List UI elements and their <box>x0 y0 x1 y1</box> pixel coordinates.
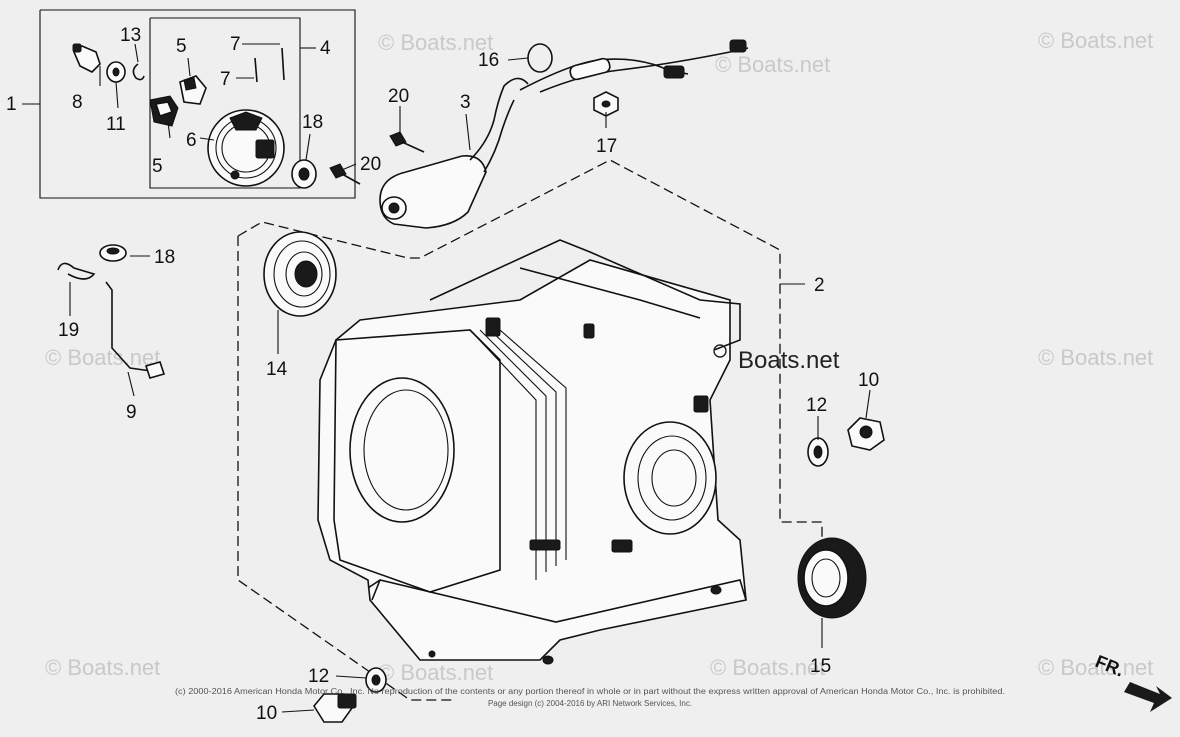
watermark: © Boats.net <box>710 655 825 680</box>
callout-5[interactable]: 5 <box>152 156 163 177</box>
watermark: © Boats.net <box>378 30 493 55</box>
callout-12[interactable]: 12 <box>806 395 827 416</box>
callout-10[interactable]: 10 <box>858 370 879 391</box>
callout-11[interactable]: 11 <box>106 114 126 135</box>
watermark: © Boats.net <box>1038 28 1153 53</box>
callout-4[interactable]: 4 <box>320 38 331 59</box>
callout-16[interactable]: 16 <box>478 50 499 71</box>
sealing-washer-part[interactable] <box>807 437 829 467</box>
callout-13[interactable]: 13 <box>120 25 141 46</box>
washer-part[interactable] <box>99 244 127 262</box>
governor-assembly-group <box>22 9 356 199</box>
governor-weight-part[interactable] <box>179 75 207 105</box>
watermark: © Boats.net <box>45 345 160 370</box>
copyright-line-1: (c) 2000-2016 American Honda Motor Co., … <box>175 687 1005 696</box>
brand-watermark: Boats.net <box>713 344 840 374</box>
assembly-boundary <box>237 236 452 701</box>
callout-8[interactable]: 8 <box>72 92 83 113</box>
callout-18[interactable]: 18 <box>154 247 175 268</box>
pin-part[interactable] <box>281 47 285 81</box>
copyright-notice: (c) 2000-2016 American Honda Motor Co., … <box>175 687 1005 708</box>
callout-7[interactable]: 7 <box>230 34 241 55</box>
sealing-washer-part[interactable] <box>365 667 387 693</box>
watermark: © Boats.net <box>1038 655 1153 680</box>
callout-6[interactable]: 6 <box>186 130 197 151</box>
callout-5[interactable]: 5 <box>176 36 187 57</box>
callout-labels: 1 2 3 4 5 5 6 7 7 8 9 10 10 11 12 12 13 … <box>6 25 879 724</box>
drain-bolt-part[interactable] <box>313 693 357 723</box>
callout-19[interactable]: 19 <box>58 320 79 341</box>
flange-bolt-part[interactable] <box>329 163 361 185</box>
governor-arm-part[interactable] <box>105 281 159 373</box>
callout-1[interactable]: 1 <box>6 94 17 115</box>
ball-bearing-part[interactable] <box>263 231 337 317</box>
leader-lines <box>69 43 871 713</box>
callout-18[interactable]: 18 <box>302 112 323 133</box>
callout-3[interactable]: 3 <box>460 92 471 113</box>
thrust-washer-part[interactable] <box>291 159 317 189</box>
circlip-part[interactable] <box>132 63 145 81</box>
callout-7[interactable]: 7 <box>220 69 231 90</box>
front-arrow-icon <box>1124 682 1172 712</box>
group-box-outer <box>39 9 356 199</box>
copyright-line-2: Page design (c) 2004-2016 by ARI Network… <box>488 699 692 708</box>
pin-part[interactable] <box>254 57 258 83</box>
callout-20[interactable]: 20 <box>360 154 381 175</box>
callout-17[interactable]: 17 <box>596 136 617 157</box>
flange-nut-part[interactable] <box>593 91 619 117</box>
cylinder-barrel-part[interactable] <box>317 239 747 665</box>
callout-15[interactable]: 15 <box>810 656 831 677</box>
callout-10[interactable]: 10 <box>256 703 277 724</box>
oil-seal-part[interactable] <box>797 537 867 619</box>
callout-2[interactable]: 2 <box>814 275 825 296</box>
callout-9[interactable]: 9 <box>126 402 137 423</box>
watermark: © Boats.net <box>45 655 160 680</box>
governor-weight-part[interactable] <box>149 95 179 127</box>
callout-20[interactable]: 20 <box>388 86 409 107</box>
callout-12[interactable]: 12 <box>308 666 329 687</box>
watermark: © Boats.net <box>715 52 830 77</box>
governor-gear-part[interactable] <box>207 109 285 187</box>
callout-14[interactable]: 14 <box>266 359 288 380</box>
oil-alert-switch-part[interactable] <box>379 39 749 229</box>
o-ring-part[interactable] <box>527 43 553 73</box>
washer-part[interactable] <box>106 61 126 83</box>
watermark-brand-text: Boats.net <box>738 347 840 374</box>
retainer-clip-part[interactable] <box>57 262 96 280</box>
governor-plunger-part[interactable] <box>72 43 101 73</box>
watermark: © Boats.net <box>378 660 493 685</box>
drain-bolt-part[interactable] <box>847 417 885 451</box>
flange-bolt-part[interactable] <box>389 131 425 153</box>
watermark: © Boats.net <box>1038 345 1153 370</box>
